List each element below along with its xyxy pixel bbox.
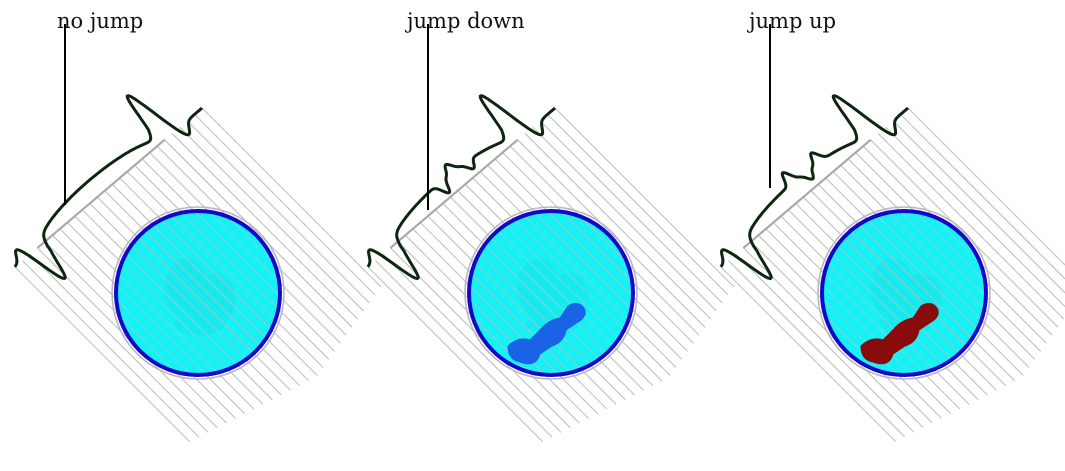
projection-line — [517, 139, 706, 328]
projection-line — [471, 222, 631, 373]
projection-line — [824, 228, 979, 373]
projection-line — [118, 234, 265, 373]
projection-line — [554, 107, 735, 288]
projection-line — [840, 213, 984, 373]
projection-line — [494, 213, 631, 372]
projection-line — [824, 222, 984, 373]
projection-line — [479, 213, 631, 373]
projection-line — [118, 241, 258, 373]
projection-line — [194, 113, 376, 296]
inclusion-shape — [507, 302, 586, 365]
texture-blob — [174, 311, 226, 335]
outer-ring — [464, 206, 638, 380]
projection-line — [471, 215, 631, 373]
projection-line — [870, 139, 1059, 328]
projection-line — [832, 213, 984, 373]
projection-line — [824, 241, 964, 373]
projection-line — [186, 120, 370, 304]
projection-line — [487, 213, 631, 373]
object-disk — [464, 206, 638, 380]
panel-up: jump up — [719, 9, 1065, 443]
panel-label: jump up — [746, 9, 836, 33]
projection-line — [367, 266, 544, 443]
projection-line — [134, 213, 278, 373]
projection-line — [509, 213, 631, 359]
projection-line — [14, 266, 191, 443]
outer-ring — [817, 206, 991, 380]
projection-line — [22, 260, 200, 438]
projection-profile — [366, 94, 556, 281]
projection-line — [862, 213, 984, 359]
projection-line — [382, 253, 562, 433]
projection-line — [171, 133, 359, 320]
projection-line — [164, 139, 353, 328]
projection-line — [141, 213, 278, 372]
projection-line — [471, 228, 626, 373]
projection-line — [118, 222, 278, 373]
projection-profile — [13, 94, 203, 281]
detector-baseline — [389, 138, 519, 249]
projection-line — [847, 213, 984, 372]
projection-line — [900, 113, 1065, 280]
projection-line — [471, 241, 611, 373]
projection-line — [471, 234, 618, 373]
projection-line — [892, 120, 1065, 294]
projection-line — [824, 234, 971, 373]
inclusion-up — [860, 302, 939, 365]
projection-line — [29, 253, 209, 433]
panel-label: jump down — [404, 9, 525, 33]
projection-line — [532, 126, 717, 312]
projection-line — [201, 107, 382, 288]
detector-baseline — [36, 138, 166, 249]
projection-line — [156, 213, 278, 359]
panel-none: no jump — [13, 9, 382, 443]
projection-line — [118, 228, 273, 373]
projection-line — [179, 126, 364, 312]
projection-line — [375, 260, 553, 438]
projection-line — [720, 266, 897, 443]
projection-line — [524, 133, 712, 320]
projection-line — [728, 260, 906, 438]
projection-line — [907, 107, 1065, 266]
projection-line — [735, 253, 915, 433]
projection-line — [824, 213, 984, 373]
projection-line — [877, 133, 1065, 320]
detector-baseline — [742, 138, 872, 249]
inclusion-down — [507, 302, 586, 365]
panel-label: no jump — [57, 9, 143, 33]
projection-line — [118, 215, 278, 373]
projection-line — [471, 213, 631, 373]
outer-ring — [111, 206, 285, 380]
panel-down: jump down — [366, 9, 735, 443]
projection-line — [502, 213, 631, 366]
projection-line — [539, 120, 723, 304]
projection-line — [126, 213, 278, 373]
projection-profile — [719, 94, 909, 281]
projection-line — [855, 213, 984, 366]
inclusion-shape — [860, 302, 939, 365]
projection-line — [885, 126, 1065, 308]
projection-line — [118, 213, 278, 373]
projection-line — [824, 215, 984, 373]
projection-line — [547, 113, 729, 296]
projection-line — [149, 213, 278, 366]
